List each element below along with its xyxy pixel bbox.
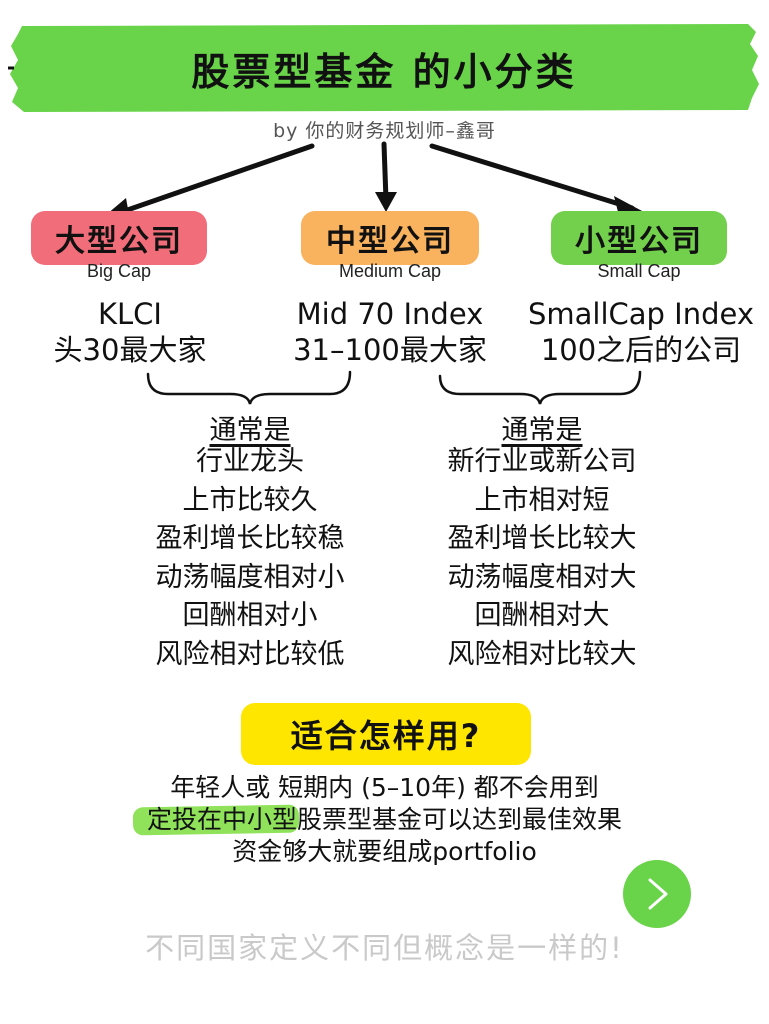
bracket-right xyxy=(438,370,642,405)
left-list-heading: 通常是 xyxy=(209,415,291,446)
list-item: 风险相对比较大 xyxy=(447,638,637,670)
highlighted-phrase: 定投在中小型 xyxy=(147,800,297,836)
arrow-left xyxy=(107,143,315,219)
index-small-cap-range: 100之后的公司 xyxy=(540,333,742,367)
list-item: 盈利增长比较大 xyxy=(447,523,637,554)
note-line-1: 年轻人或 短期内 (5–10年) 都不会用到 xyxy=(170,773,599,802)
pill-medium-cap-label: 中型公司 xyxy=(326,224,454,259)
index-big-cap-name: KLCI xyxy=(98,297,162,331)
index-big-cap: KLCI 头30最大家 xyxy=(20,296,240,368)
list-item: 回酬相对大 xyxy=(474,600,610,631)
list-item: 新行业或新公司 xyxy=(447,446,637,477)
list-item: 上市比较久 xyxy=(182,484,318,516)
pill-big-cap-label: 大型公司 xyxy=(55,224,183,259)
title-banner: 股票型基金 的小分类 xyxy=(8,22,760,114)
right-list: 新行业或新公司 上市相对短 盈利增长比较大 动荡幅度相对大 回酬相对大 风险相对… xyxy=(392,443,692,674)
footer-note: 不同国家定义不同但概念是一样的! xyxy=(145,931,624,965)
question-text: 适合怎样用? xyxy=(290,717,482,755)
arrow-right xyxy=(429,143,635,211)
left-list: 行业龙头 上市比较久 盈利增长比较稳 动荡幅度相对小 回酬相对小 风险相对比较低 xyxy=(100,443,400,674)
index-small-cap-name: SmallCap Index xyxy=(527,297,755,331)
note-line-2: 定投在中小型股票型基金可以达到最佳效果 xyxy=(0,800,769,836)
list-item: 上市相对短 xyxy=(474,484,610,516)
chevron-right-icon xyxy=(648,878,668,910)
banner-shape xyxy=(8,24,759,112)
list-item: 动荡幅度相对小 xyxy=(155,561,345,593)
list-item: 盈利增长比较稳 xyxy=(155,523,345,554)
question-badge: 适合怎样用? xyxy=(241,703,531,765)
list-item: 行业龙头 xyxy=(196,446,304,477)
list-item: 回酬相对小 xyxy=(182,600,318,631)
sub-big-cap: Big Cap xyxy=(86,261,152,281)
list-item: 风险相对比较低 xyxy=(155,638,345,670)
index-big-cap-range: 头30最大家 xyxy=(53,333,207,367)
arrow-middle xyxy=(381,141,389,203)
sub-small-cap: Small Cap xyxy=(597,261,681,281)
pill-small-cap: 小型公司 xyxy=(551,211,727,265)
index-medium-cap-name: Mid 70 Index xyxy=(296,297,484,331)
note-line-2-rest: 股票型基金可以达到最佳效果 xyxy=(297,805,623,834)
pill-small-cap-label: 小型公司 xyxy=(575,224,703,259)
byline: by 你的财务规划师–鑫哥 xyxy=(273,120,496,142)
pill-big-cap: 大型公司 xyxy=(31,211,207,265)
note-line-3: 资金够大就要组成portfolio xyxy=(232,837,537,866)
bracket-left xyxy=(146,370,352,405)
list-item: 动荡幅度相对大 xyxy=(447,561,637,593)
pill-medium-cap: 中型公司 xyxy=(301,211,479,265)
sub-medium-cap: Medium Cap xyxy=(338,261,442,281)
index-medium-cap-range: 31–100最大家 xyxy=(293,333,487,367)
index-small-cap: SmallCap Index 100之后的公司 xyxy=(516,296,766,368)
next-button[interactable] xyxy=(623,860,691,928)
page-title: 股票型基金 的小分类 xyxy=(191,49,577,94)
index-medium-cap: Mid 70 Index 31–100最大家 xyxy=(270,296,510,368)
right-list-heading: 通常是 xyxy=(501,415,583,446)
group-brackets xyxy=(146,370,642,405)
branch-arrows xyxy=(100,141,644,220)
